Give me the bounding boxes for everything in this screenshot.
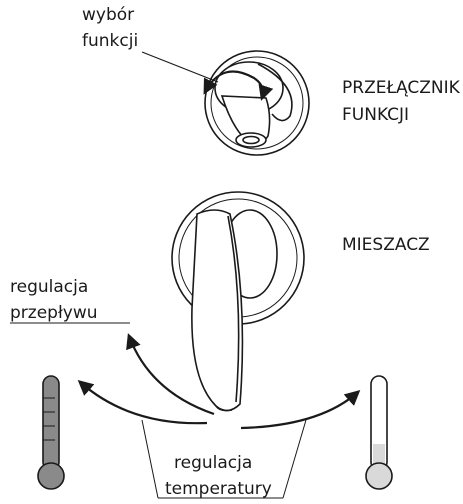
thermometer-cold-icon [366, 376, 392, 489]
function-select-label-line1: wybór [82, 5, 134, 25]
temperature-label-line1: regulacja [174, 453, 252, 473]
flow-label-line1: regulacja [10, 277, 88, 297]
function-switch-illustration [205, 51, 309, 155]
flow-label-line2: przepływu [10, 303, 98, 323]
function-switch-label-line1: PRZEŁĄCZNIK [342, 78, 461, 98]
mixer-label: MIESZACZ [342, 235, 430, 255]
temperature-arrow-hot-icon [241, 392, 358, 428]
function-select-leader [142, 52, 218, 82]
function-switch-label-line2: FUNKCJI [342, 105, 409, 125]
thermometer-hot-icon [38, 376, 64, 489]
mixer-illustration [172, 192, 304, 411]
temperature-label-line2: temperatury [165, 479, 272, 499]
function-select-label-line2: funkcji [82, 31, 138, 51]
